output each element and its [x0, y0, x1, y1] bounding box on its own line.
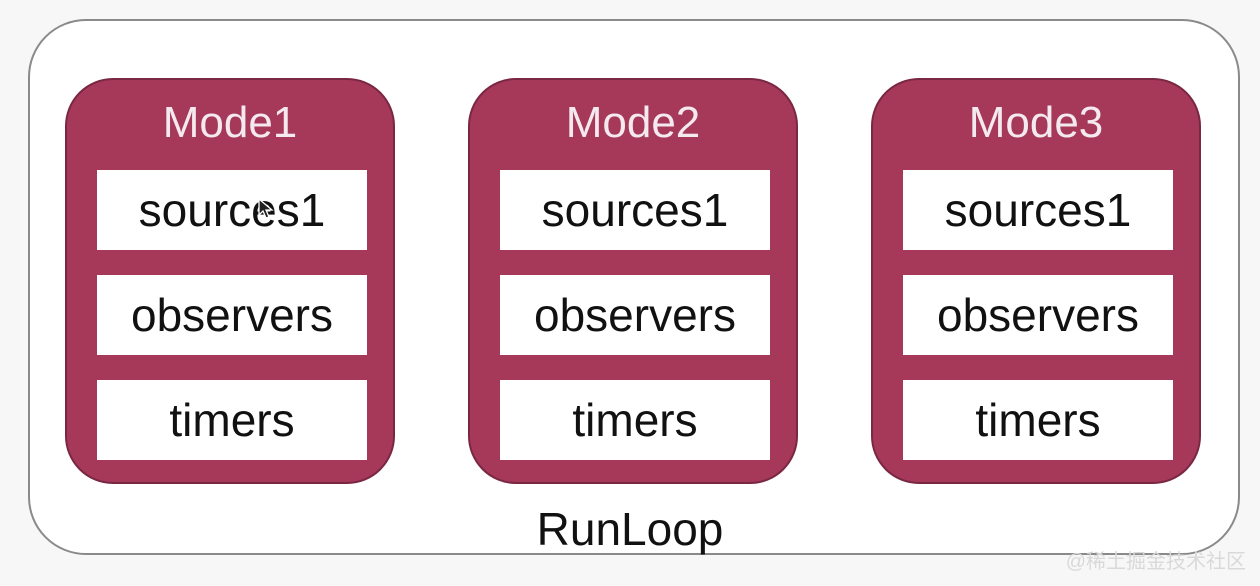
- mode-item-sources: sources1: [97, 170, 367, 250]
- mode-title: Mode1: [162, 98, 298, 147]
- mode-box-3: Mode3 sources1 observers timers: [871, 78, 1201, 484]
- mode-item-sources: sources1: [500, 170, 770, 250]
- mode-item-observers: observers: [97, 275, 367, 355]
- mode-item-timers: timers: [97, 380, 367, 460]
- mouse-pointer-icon: [258, 198, 274, 219]
- mode-item-observers: observers: [903, 275, 1173, 355]
- mode-item-observers: observers: [500, 275, 770, 355]
- mode-title: Mode2: [565, 98, 701, 147]
- mode-title: Mode3: [968, 98, 1104, 147]
- mode-item-timers: timers: [903, 380, 1173, 460]
- runloop-label: RunLoop: [536, 503, 724, 555]
- mode-item-sources: sources1: [903, 170, 1173, 250]
- mode-item-timers: timers: [500, 380, 770, 460]
- mode-box-1: Mode1 sources1 observers timers: [65, 78, 395, 484]
- mode-box-2: Mode2 sources1 observers timers: [468, 78, 798, 484]
- watermark-text: @稀土掘金技术社区: [1065, 551, 1246, 573]
